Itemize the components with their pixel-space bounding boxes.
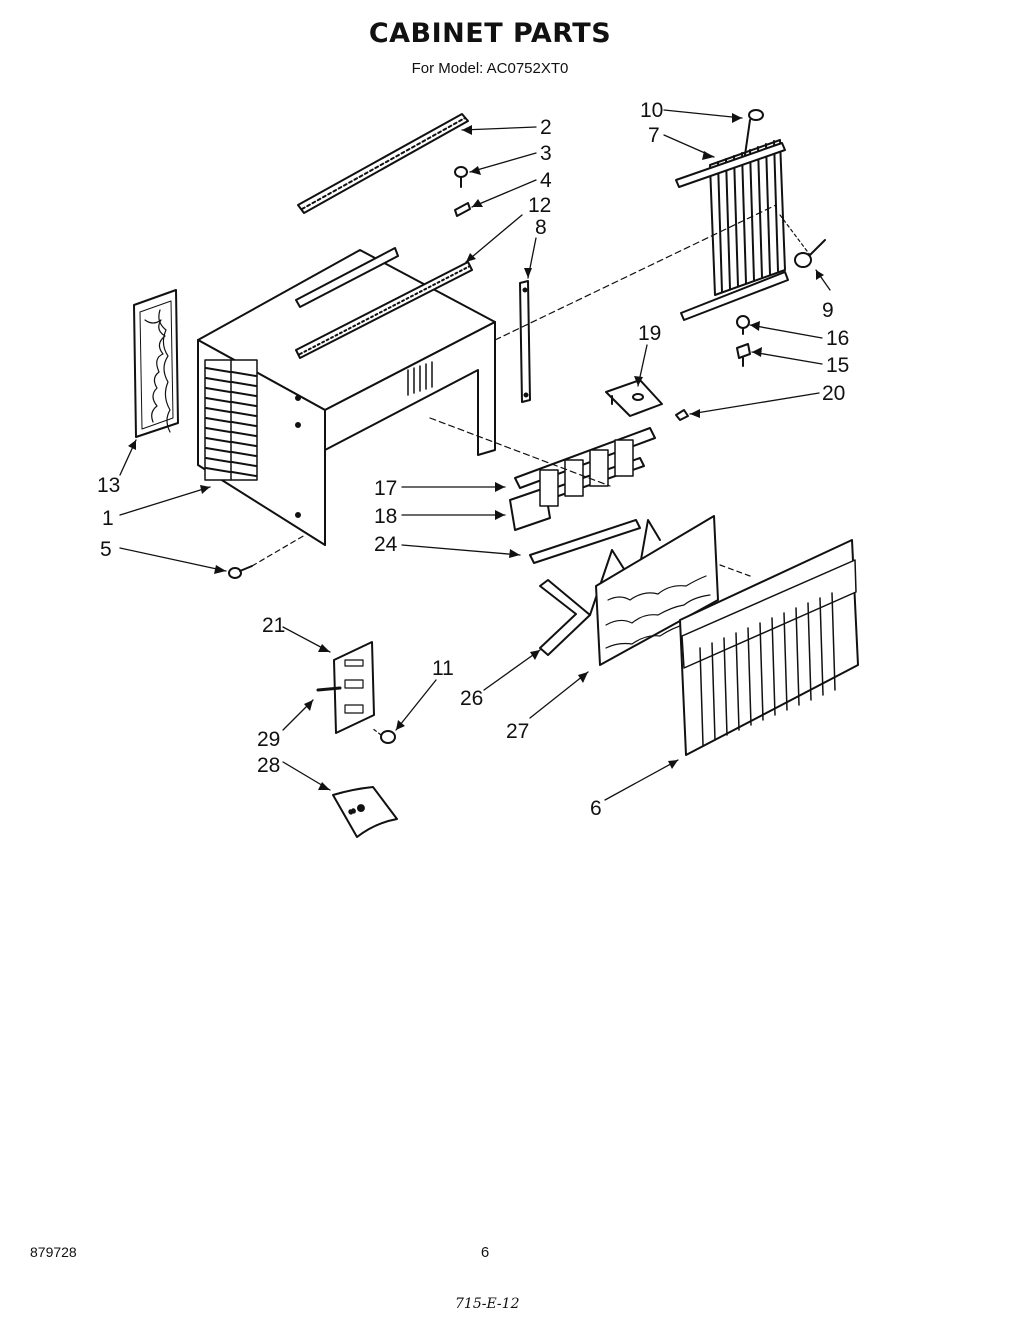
callout-labels: 2 3 4 12 8 10 7 9 16 15 20 19 13 1 5 17 … [97, 99, 849, 820]
callout-19: 19 [638, 322, 661, 345]
callout-18: 18 [374, 505, 397, 528]
part-1-cabinet [197, 247, 496, 546]
part-11-knob [371, 727, 396, 744]
part-13-filter [133, 289, 179, 438]
part-5-screw [228, 534, 306, 579]
part-27-filter [595, 515, 719, 666]
callout-8: 8 [535, 216, 547, 239]
callout-4: 4 [540, 169, 552, 192]
callout-7: 7 [648, 124, 660, 147]
callout-17: 17 [374, 477, 397, 500]
model-subtitle: For Model: AC0752XT0 [411, 60, 569, 77]
part-19-bracket [605, 379, 663, 417]
part-8-bracket [519, 280, 531, 403]
handwritten-code: 715-E-12 [455, 1296, 520, 1312]
part-24-bar [529, 519, 641, 564]
part-28-label: ∞ ⊕ [332, 786, 398, 838]
callout-1: 1 [102, 507, 114, 530]
callout-12: 12 [528, 194, 551, 217]
part-6-front-grille [679, 539, 859, 756]
part-20-clip [675, 409, 689, 421]
part-16-screw [736, 315, 750, 335]
part-2-top-rail [297, 113, 469, 214]
callout-28: 28 [257, 754, 280, 777]
callout-24: 24 [374, 533, 398, 556]
part-7-grille [494, 139, 789, 341]
part-3-screw [454, 166, 468, 188]
page-number: 6 [480, 1244, 490, 1261]
callout-15: 15 [826, 354, 849, 377]
callout-6: 6 [590, 797, 602, 820]
callout-27: 27 [506, 720, 529, 743]
part-4-bar [454, 202, 471, 217]
callout-20: 20 [822, 382, 845, 405]
callout-26: 26 [460, 687, 483, 710]
part-10-screw [744, 109, 764, 156]
part-29-shaft [316, 686, 342, 692]
part-21-control-panel [333, 641, 375, 734]
callout-10: 10 [640, 99, 663, 122]
leader-arrowheads [128, 113, 824, 790]
callout-21: 21 [262, 614, 285, 637]
part-9-knob [779, 214, 826, 268]
document-number: 879728 [30, 1244, 77, 1260]
callout-5: 5 [100, 538, 112, 561]
callout-9: 9 [822, 299, 834, 322]
callout-13: 13 [97, 474, 120, 497]
page-title: CABINET PARTS [368, 18, 612, 49]
part-17-18-assembly [429, 417, 656, 531]
callout-16: 16 [826, 327, 849, 350]
part-15-clip [736, 343, 751, 367]
part-12-bar [299, 265, 471, 355]
callout-2: 2 [540, 116, 552, 139]
callout-29: 29 [257, 728, 280, 751]
callout-3: 3 [540, 142, 552, 165]
callout-11: 11 [432, 657, 454, 680]
